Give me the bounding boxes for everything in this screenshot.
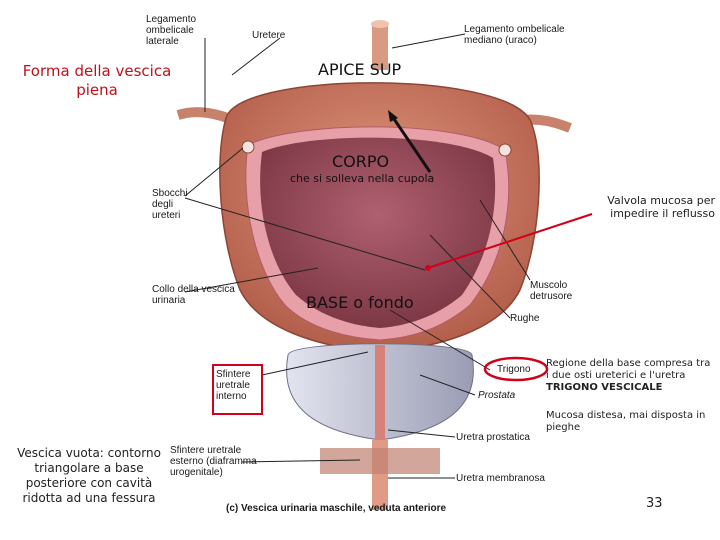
label-sfintere-est: Sfintere uretrale esterno (diaframma uro…	[170, 445, 257, 478]
note-trigone-title: TRIGONO VESCICALE	[546, 382, 663, 393]
note-empty-bladder: Vescica vuota: contorno triangolare a ba…	[17, 446, 161, 505]
note-trigone: Regione della base compresa tra i due os…	[546, 358, 716, 394]
label-sbocchi: Sbocchi degli ureteri	[152, 188, 188, 221]
label-uretere: Uretere	[252, 30, 286, 41]
label-lig-lat: Legamento ombelicale laterale	[146, 14, 197, 47]
figure-caption: (c) Vescica urinaria maschile, veduta an…	[226, 503, 447, 514]
label-collo: Collo della vescica urinaria	[152, 284, 235, 306]
label-uretra-membr: Uretra membranosa	[456, 473, 545, 484]
slide-title-left: Forma della vescica piena	[22, 62, 172, 99]
bladder-cavity	[260, 137, 496, 328]
urogenital-diaphragm	[320, 448, 440, 474]
label-body: CORPO	[332, 152, 390, 171]
label-detrusore: Muscolo detrusore	[530, 280, 573, 302]
label-body-sub: che si solleva nella cupola	[290, 172, 435, 185]
urachus	[372, 22, 388, 70]
sfintere-interno-box	[212, 364, 263, 415]
left-ureter	[176, 107, 230, 123]
page-number: 33	[646, 496, 663, 511]
label-sfintere-int: Sfintere uretrale interno	[216, 369, 251, 402]
label-uretra-prost: Uretra prostatica	[456, 432, 530, 443]
label-base: BASE o fondo	[306, 293, 414, 312]
label-lig-med: Legamento ombelicale mediano (uraco)	[464, 24, 565, 46]
label-apex: APICE SUP	[318, 60, 402, 79]
label-prostata: Prostata	[478, 390, 516, 401]
note-trigone-text: Regione della base compresa tra i due os…	[546, 358, 711, 381]
label-trigono: Trigono	[497, 364, 531, 375]
trigono-highlight	[483, 356, 549, 382]
note-valve: Valvola mucosa per impedire il reflusso	[607, 194, 715, 220]
note-mucosa: Mucosa distesa, mai disposta in pieghe	[546, 410, 706, 433]
label-rughe: Rughe	[510, 313, 540, 324]
